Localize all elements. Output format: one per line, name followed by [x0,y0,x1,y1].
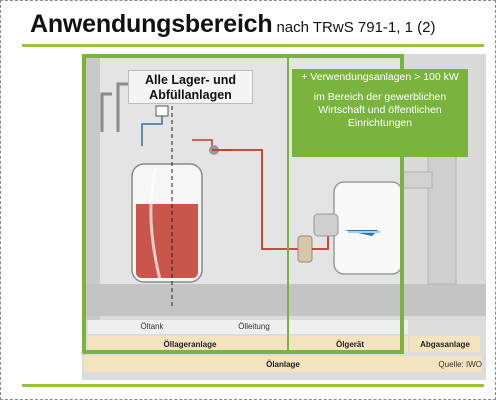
scope-label-lageranlagen: Alle Lager- und Abfüllanlagen [128,70,253,104]
bottom-rule [22,384,484,387]
boiler [333,181,403,275]
category-oellageranlage: Öllageranlage [163,340,217,349]
category-band-oelgeraet [292,336,408,352]
component-band-right [292,320,408,334]
category-oelanlage: Ölanlage [266,360,300,369]
category-band-oelanlage [84,356,482,372]
burner [313,213,339,237]
oil-line [212,149,300,250]
label-oeltank: Öltank [140,322,164,331]
flue-pipe [401,171,433,189]
fill-indicator [155,105,169,117]
top-rule [22,44,484,47]
label-oelleitung: Ölleitung [238,322,270,331]
category-band-abgasanlage [410,336,480,352]
title-subtitle: nach TRwS 791-1, 1 (2) [276,19,436,36]
green-box-line2: im Bereich der gewerblichen Wirtschaft u… [313,91,447,129]
category-band-oellageranlage [88,336,292,352]
tank-highlight [149,167,162,281]
category-oelgeraet: Ölgerät [335,340,364,349]
source-credit: Quelle: IWO [438,360,482,369]
title-main: Anwendungsbereich [30,10,273,38]
oil-filter [297,235,313,263]
tank-oil-level [136,204,198,278]
scope-label-verwendungsanlagen: + Verwendungsanlagen > 100 kW im Bereich… [292,69,468,157]
component-band-left [88,320,292,334]
scope-outline-outer [82,54,404,354]
green-box-line1: + Verwendungsanlagen > 100 kW [301,71,459,83]
category-abgasanlage: Abgasanlage [420,340,470,349]
left-wall [82,54,100,320]
floor-slab [82,284,486,316]
level-sensor-line [141,116,163,146]
